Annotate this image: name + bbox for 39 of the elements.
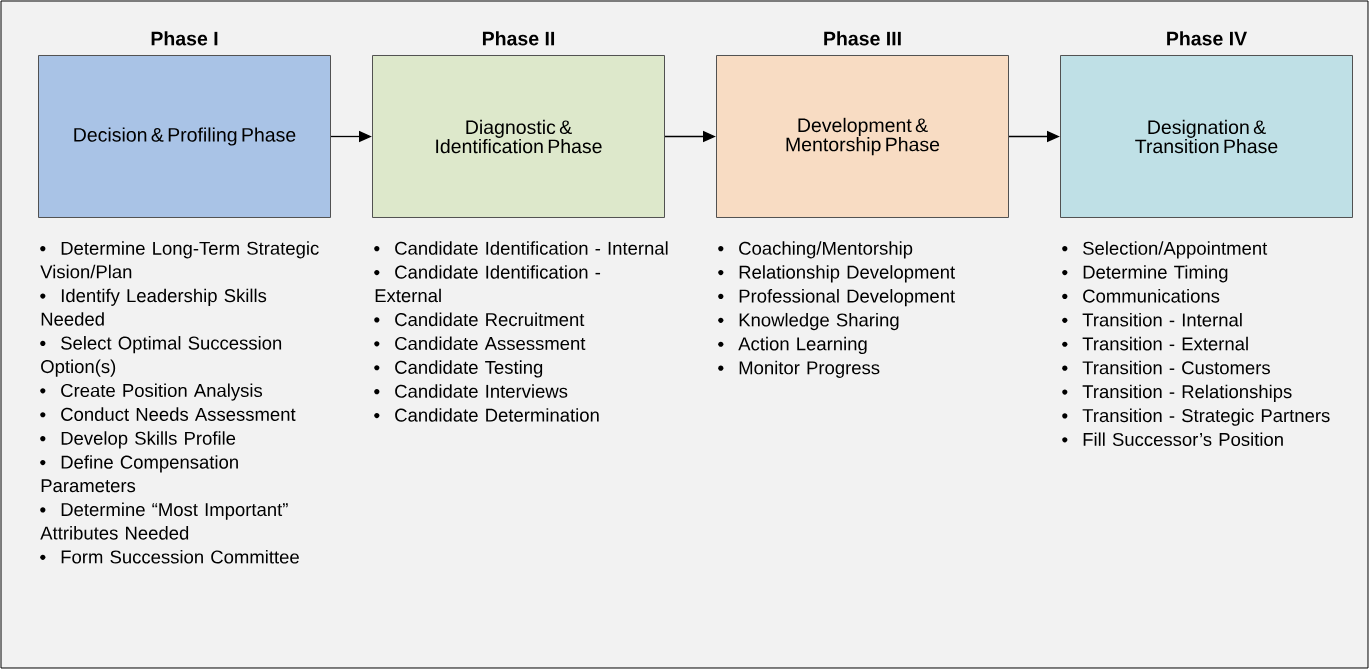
bullet-item: Transition - Relationships [1062, 384, 1292, 402]
phase-box: Diagnostic & Identification Phase [372, 55, 665, 218]
bullet-item: Candidate Interviews [374, 384, 568, 398]
bullet-item: Candidate Testing [374, 360, 543, 378]
bullet-item: Communications [1062, 289, 1220, 303]
bullet-item: Determine Long-Term Strategic Vision/Plan [40, 241, 319, 279]
bullet-item: Develop Skills Profile [40, 431, 236, 449]
bullet-item: Knowledge Sharing [718, 312, 899, 331]
bullet-item: Form Succession Committee [40, 549, 299, 564]
bullet-item: Conduct Needs Assessment [40, 407, 296, 421]
bullet-item: Candidate Recruitment [374, 312, 585, 327]
bullet-item: Transition - Internal [1062, 312, 1242, 327]
phase-box: Development & Mentorship Phase [716, 55, 1009, 218]
bullet-item: Fill Successor’s Position [1062, 432, 1283, 447]
bullet-item: Selection/Appointment [1062, 241, 1268, 259]
bullet-item: Define Compensation Parameters [40, 455, 238, 493]
bullet-item: Candidate Determination [374, 408, 599, 422]
bullet-item: Select Optimal Succession Option(s) [40, 336, 282, 377]
bullet-item: Candidate Assessment [374, 336, 586, 351]
bullet-item: Transition - Customers [1062, 360, 1270, 375]
phase-box: Designation & Transition Phase [1060, 55, 1353, 218]
phase-heading: Phase IV [1167, 31, 1247, 46]
phase-heading: Phase I [151, 31, 218, 46]
bullet-item: Monitor Progress [718, 360, 880, 378]
phase-heading: Phase III [824, 31, 901, 46]
phase-heading: Phase II [482, 31, 555, 46]
bullet-item: Determine “Most Important” Attributes Needed [40, 502, 288, 540]
bullet-item: Transition - Strategic Partners [1062, 408, 1330, 426]
bullet-item: Transition - External [1062, 336, 1248, 351]
bullet-item: Identify Leadership Skills Needed [40, 288, 267, 326]
bullet-item: Coaching/Mentorship [718, 241, 913, 259]
bullet-item: Candidate Identification - External [374, 265, 601, 303]
bullet-item: Relationship Development [718, 265, 955, 283]
bullet-item: Professional Development [718, 289, 955, 307]
bullet-item: Determine Timing [1062, 265, 1228, 283]
bullet-item: Create Position Analysis [40, 383, 263, 401]
bullet-item: Candidate Identification - Internal [374, 241, 668, 255]
phase-box: Decision & Profiling Phase [38, 55, 331, 218]
bullet-item: Action Learning [718, 336, 867, 355]
